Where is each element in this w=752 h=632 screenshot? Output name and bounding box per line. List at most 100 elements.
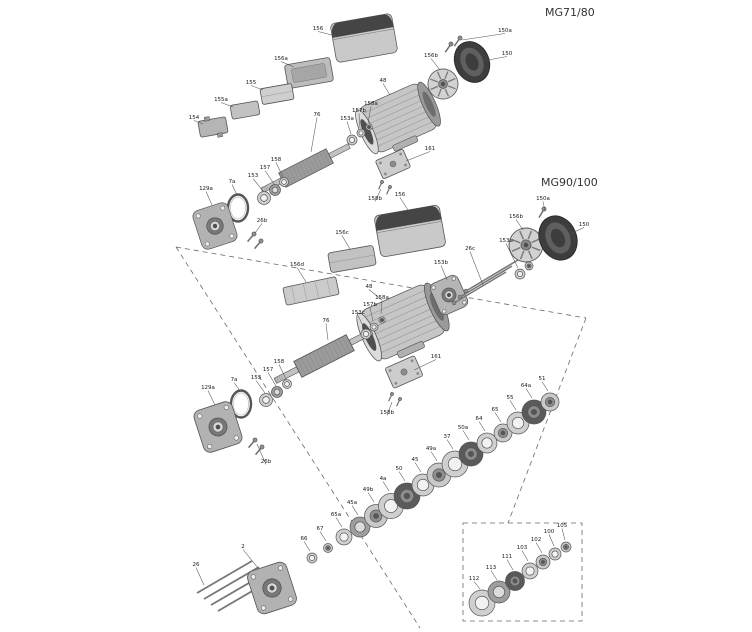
ring-part-bearing (269, 184, 281, 196)
ring-part-ring (369, 322, 379, 332)
callout-leader-line (220, 102, 234, 108)
fan-cover-screw-mg90 (536, 205, 548, 220)
terminal-plate-mg90 (282, 276, 340, 306)
part-callout-label: 155a (214, 97, 228, 103)
part-callout-label: 153 (251, 375, 262, 381)
pump-end-assembly (196, 559, 299, 617)
part-callout-label: 129a (199, 186, 213, 192)
part-callout-label: 65a (331, 512, 341, 518)
callout-leader-line (487, 56, 508, 61)
callout-leader-line (405, 151, 431, 162)
ring-part-ring (468, 589, 496, 617)
ring-part-ring (476, 432, 498, 454)
ring-part-bearing (271, 386, 283, 398)
part-callout-label: 37 (444, 434, 451, 440)
part-callout-label: 50 (396, 466, 403, 472)
callout-leader-line (525, 388, 533, 399)
terminal-board-mg90 (385, 355, 423, 389)
callout-leader-line (382, 83, 391, 96)
part-callout-label: 156b (509, 214, 523, 220)
part-callout-label: 157 (260, 165, 271, 171)
callout-leader-line (494, 412, 502, 423)
part-callout-label: 50a (458, 425, 468, 431)
divider-line-right (507, 317, 587, 524)
callout-leader-line (264, 170, 275, 185)
callout-leader-line (267, 372, 277, 387)
part-callout-label: 153a (340, 116, 354, 122)
part-callout-label: 65 (492, 407, 499, 413)
part-callout-label: 161 (425, 146, 436, 152)
variant-divider-lines (175, 246, 587, 629)
callout-leader-line (505, 243, 519, 269)
ring-part-ring (521, 562, 539, 580)
part-callout-label: 158a (364, 101, 378, 107)
callout-leader-line (317, 31, 337, 37)
callout-leader-line (414, 462, 422, 473)
part-callout-label: 48 (380, 78, 387, 84)
motor-flange-mg90 (191, 399, 245, 455)
ring-part-disc (535, 554, 551, 570)
callout-leader-line (478, 421, 486, 432)
terminal-box-cover-mg90 (373, 204, 447, 258)
part-callout-label: 102 (531, 537, 542, 543)
part-callout-label: 26b (257, 218, 268, 224)
callout-leader-line (256, 443, 267, 465)
part-callout-label: 150a (498, 28, 512, 34)
part-callout-label: 49a (426, 446, 436, 452)
part-callout-label: 158b (380, 410, 394, 416)
callout-leader-line (368, 289, 383, 301)
terminal-box-cover-mg71 (329, 12, 399, 64)
motor-flange-mg71 (190, 200, 240, 252)
callout-leader-line (296, 267, 307, 283)
callout-leader-line (207, 390, 216, 406)
callout-leader-line (346, 121, 352, 135)
callout-leader-line (310, 117, 318, 153)
part-callout-label: 156d (290, 262, 304, 268)
callout-leader-line (233, 382, 241, 392)
through-bolts-mg90 (451, 259, 519, 306)
ring-part-disc (524, 261, 534, 271)
callout-leader-line (461, 33, 506, 41)
callout-leader-line (430, 451, 438, 462)
ring-part-ring (257, 191, 271, 205)
part-callout-label: 100 (544, 529, 555, 535)
part-callout-label: 156a (274, 56, 288, 62)
callout-leader-line (319, 531, 327, 542)
callout-leader-line (399, 197, 409, 211)
part-callout-label: 155 (246, 80, 257, 86)
part-callout-label: 150a (536, 196, 550, 202)
part-callout-label: 154 (189, 115, 200, 121)
part-callout-label: 55 (507, 395, 514, 401)
fan-cover-screw-mg71 (442, 40, 455, 55)
part-callout-label: 26b (261, 459, 272, 465)
part-callout-label: 129a (201, 385, 215, 391)
o-ring-highlight-mg90 (233, 392, 249, 416)
callout-leader-line (469, 251, 484, 286)
callout-leader-line (205, 191, 213, 206)
callout-leader-line (506, 559, 514, 571)
callout-leader-line (254, 223, 263, 234)
part-callout-label: 76 (314, 112, 321, 118)
part-callout-label: 150 (579, 222, 590, 228)
part-callout-label: 157 (263, 367, 274, 373)
callout-leader-line (561, 528, 566, 541)
callout-leader-line (367, 492, 375, 503)
board-screw-2-mg71 (384, 184, 393, 196)
part-callout-label: 49b (363, 487, 374, 493)
callout-leader-line (413, 359, 437, 371)
ring-part-dark (521, 399, 547, 425)
fan-cover-mg90 (531, 209, 585, 267)
callout-leader-line (242, 549, 259, 569)
callout-leader-line (252, 178, 264, 192)
part-callout-label: 111 (502, 554, 513, 560)
callout-leader-line (280, 61, 295, 68)
callout-leader-line (303, 541, 311, 552)
part-callout-label: 112 (469, 576, 480, 582)
flange-screw-mg90 (246, 436, 259, 450)
callout-leader-line (515, 219, 524, 231)
callout-leader-line (382, 481, 390, 492)
part-callout-label: 156b (424, 53, 438, 59)
capacitor-mg71 (259, 83, 295, 105)
callout-leader-line (374, 188, 382, 202)
